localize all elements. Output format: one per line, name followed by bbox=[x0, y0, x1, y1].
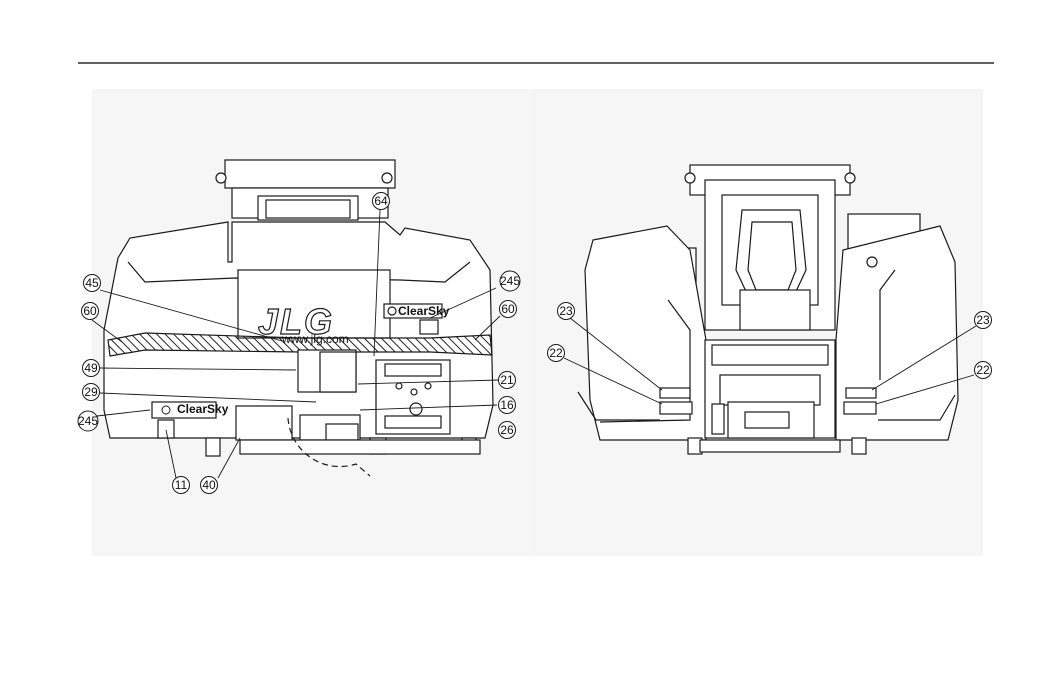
callout-26-label: 26 bbox=[500, 423, 514, 437]
callout-22-left: 22 bbox=[548, 345, 565, 362]
callout-245-left: 245 bbox=[78, 411, 98, 431]
callout-49-label: 49 bbox=[84, 361, 98, 375]
callout-11-label: 11 bbox=[175, 478, 188, 492]
callout-49: 49 bbox=[83, 360, 100, 377]
callout-29-label: 29 bbox=[84, 385, 98, 399]
callout-16-label: 16 bbox=[500, 398, 514, 412]
callout-23-left: 23 bbox=[558, 303, 575, 320]
callout-23-right: 23 bbox=[975, 312, 992, 329]
callout-245-top-label: 245 bbox=[500, 274, 520, 288]
callout-21-label: 21 bbox=[500, 373, 514, 387]
clearsky-decal-left: ClearSky bbox=[177, 402, 229, 416]
callout-64-label: 64 bbox=[374, 194, 388, 208]
callout-60-left-label: 60 bbox=[83, 304, 97, 318]
callout-11: 11 bbox=[173, 477, 190, 494]
callout-16: 16 bbox=[499, 397, 516, 414]
callout-60-right-label: 60 bbox=[501, 302, 515, 316]
callout-22-right: 22 bbox=[975, 362, 992, 379]
callout-40: 40 bbox=[201, 477, 218, 494]
callout-45-label: 45 bbox=[85, 276, 99, 290]
callout-40-label: 40 bbox=[202, 478, 216, 492]
callout-23-right-label: 23 bbox=[976, 313, 990, 327]
callout-60-left: 60 bbox=[82, 303, 99, 320]
callout-245-top: 245 bbox=[500, 271, 520, 291]
callout-22-left-label: 22 bbox=[549, 346, 563, 360]
callout-23-left-label: 23 bbox=[559, 304, 573, 318]
callout-29: 29 bbox=[83, 384, 100, 401]
callout-26: 26 bbox=[499, 422, 516, 439]
callout-245-left-label: 245 bbox=[78, 414, 98, 428]
callout-22-right-label: 22 bbox=[976, 363, 990, 377]
clearsky-decal-left-dot bbox=[162, 406, 170, 414]
callout-21: 21 bbox=[499, 372, 516, 389]
callout-45: 45 bbox=[84, 275, 101, 292]
clearsky-decal-right: ClearSky bbox=[398, 304, 450, 318]
callout-64: 64 bbox=[373, 193, 390, 210]
jlg-url-label: www.jlg.com bbox=[281, 332, 349, 346]
callout-60-right: 60 bbox=[500, 301, 517, 318]
